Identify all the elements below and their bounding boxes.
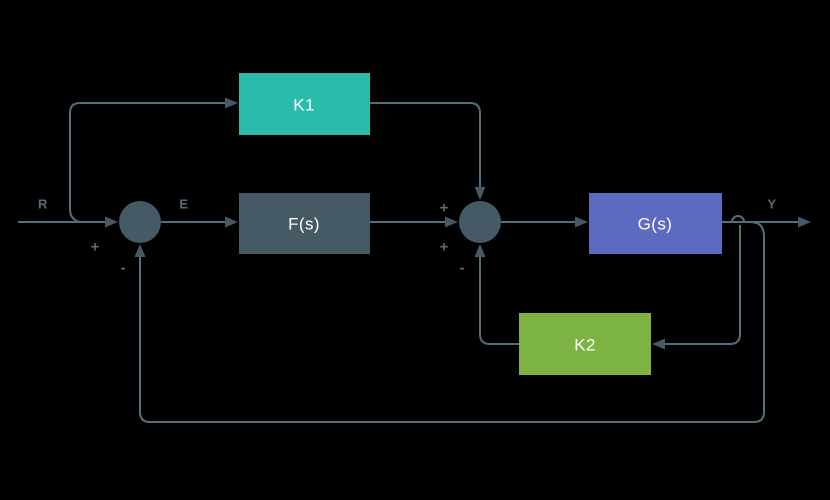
arrow-into-sum1-bottom-icon <box>134 244 146 257</box>
block-label-gs: G(s) <box>638 215 673 234</box>
signal-label-output: Y <box>767 197 776 212</box>
signal-labels: R E Y + - + + - <box>38 197 776 277</box>
block-labels: K1 F(s) G(s) K2 <box>288 96 672 355</box>
connector-inner-feedback <box>665 225 741 345</box>
sign-sum2-minus: - <box>460 260 465 277</box>
arrow-output-icon <box>798 216 811 228</box>
summing-junction-2 <box>459 201 501 243</box>
arrow-into-gs-icon <box>575 216 588 228</box>
connector-tap-curl <box>731 215 745 223</box>
arrow-into-sum2-top-icon <box>474 187 486 200</box>
block-k2 <box>519 313 651 375</box>
sign-sum2-plus-top: + <box>440 200 449 217</box>
block-k1 <box>239 73 370 135</box>
arrow-into-sum2-bottom-icon <box>474 244 486 257</box>
signal-label-error: E <box>179 197 188 212</box>
arrow-into-sum1-icon <box>105 216 118 228</box>
sign-sum1-minus: - <box>121 260 126 277</box>
arrow-into-sum2-left-icon <box>445 216 458 228</box>
block-label-k2: K2 <box>574 336 596 355</box>
arrow-into-fs-icon <box>225 216 238 228</box>
connector-k2-to-sum2 <box>479 257 519 345</box>
sign-sum2-plus-left: + <box>440 239 449 256</box>
connector-branch-to-k1 <box>69 102 225 223</box>
arrowheads <box>105 97 811 350</box>
arrow-into-k2-icon <box>652 338 665 350</box>
block-label-fs: F(s) <box>288 215 320 234</box>
summing-junction-1 <box>119 201 161 243</box>
connector-outer-feedback <box>139 221 765 423</box>
block-label-k1: K1 <box>293 96 315 115</box>
connector-k1-to-sum2 <box>370 102 481 187</box>
signal-label-input: R <box>38 197 48 212</box>
arrow-into-k1-icon <box>225 97 238 109</box>
connectors <box>18 102 798 423</box>
sign-sum1-plus: + <box>91 239 100 256</box>
block-fs <box>239 193 370 254</box>
block-gs <box>589 193 722 254</box>
